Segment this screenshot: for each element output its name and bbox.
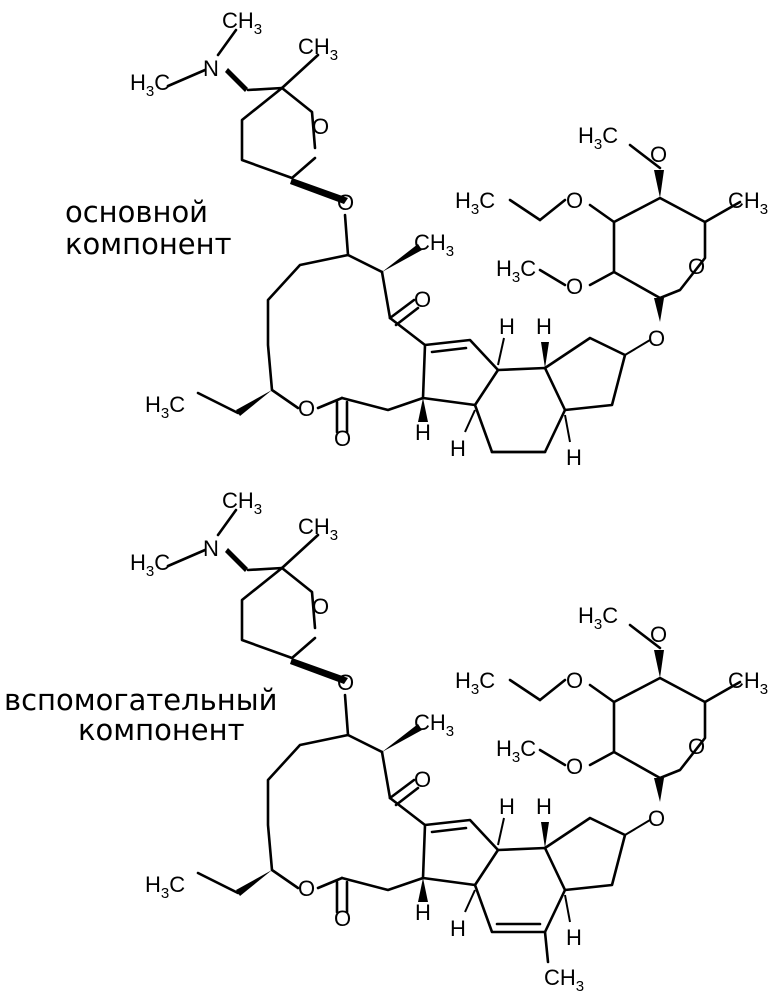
- minor-component-caption-line2: компонент: [78, 713, 245, 747]
- atom-label-ch3-ring: CH3: [544, 965, 584, 995]
- main-component-caption-line2: компонент: [65, 227, 232, 261]
- minor-component-caption-line1: вспомогательный: [4, 683, 277, 717]
- svg-text:CH3: CH3: [544, 965, 584, 995]
- main-component-caption-line1: основной: [65, 195, 208, 229]
